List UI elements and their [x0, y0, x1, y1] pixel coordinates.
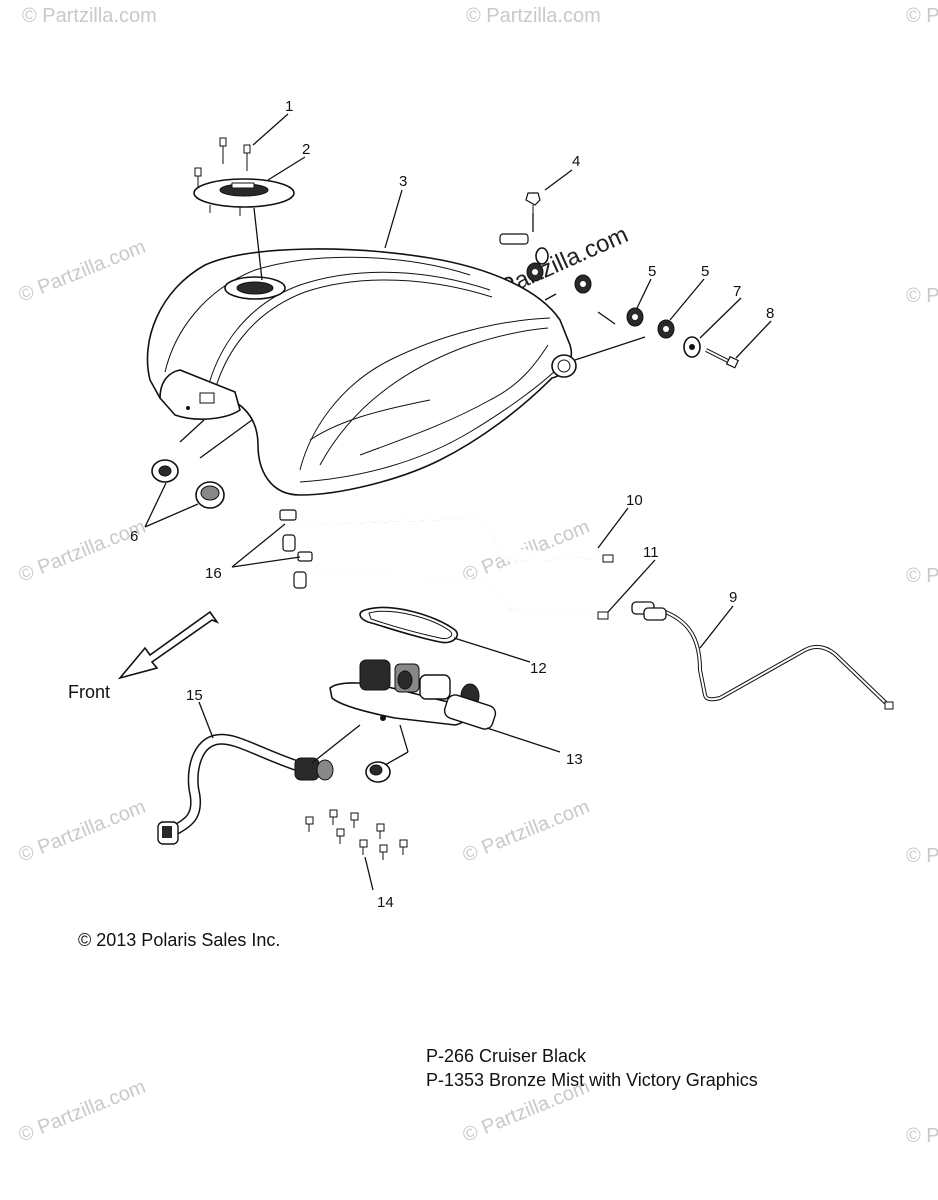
- part-10-fuel-line: [294, 516, 614, 563]
- watermark: © Partzilla.com: [22, 5, 157, 27]
- part-8-bolt: [705, 348, 740, 369]
- callout-10: 10: [626, 492, 643, 509]
- watermark: © Partzilla.com: [906, 565, 938, 587]
- watermark: © Partzilla.com: [906, 285, 938, 307]
- part-3-fuel-tank: [146, 248, 577, 496]
- callout-16: 16: [205, 565, 222, 582]
- part-1-screws: [194, 137, 251, 194]
- watermark: © Partzilla.com: [16, 1076, 149, 1147]
- watermark: © Partzilla.com: [906, 845, 938, 867]
- part-14-screws: [305, 809, 408, 860]
- callout-3: 3: [399, 173, 407, 190]
- part-9-vent-line: [631, 601, 894, 710]
- part-6-grommets: [151, 459, 225, 509]
- part-16-clamps: [279, 509, 313, 589]
- callout-7: 7: [733, 283, 741, 300]
- callout-2: 2: [302, 141, 310, 158]
- front-arrow: [117, 610, 220, 680]
- watermark: © Partzilla.com: [460, 796, 593, 867]
- watermark: © Partzilla.com: [16, 236, 149, 307]
- part-5-grommets: [526, 262, 675, 339]
- watermark: © Partzilla.com: [16, 796, 149, 867]
- paint-code-line-1: P-266 Cruiser Black: [426, 1046, 587, 1066]
- callout-15: 15: [186, 687, 203, 704]
- callout-numbers: 1 2 3 4 5 5 6 7 8 9 10 11 12 13 14 15 16: [130, 98, 774, 911]
- callout-8: 8: [766, 305, 774, 322]
- front-label: Front: [68, 682, 110, 702]
- callout-1: 1: [285, 98, 293, 115]
- part-4-bolt: [499, 192, 549, 265]
- watermark: © Partzilla.com: [906, 5, 938, 27]
- callout-6: 6: [130, 528, 138, 545]
- part-2-fuel-cap-ring: [193, 178, 295, 216]
- callout-5: 5: [648, 263, 656, 280]
- part-13-fuel-pump: [329, 659, 497, 783]
- leader-lines: [144, 113, 772, 891]
- paint-code-line-2: P-1353 Bronze Mist with Victory Graphics: [426, 1070, 758, 1090]
- part-12-gasket: [359, 606, 459, 644]
- callout-5: 5: [701, 263, 709, 280]
- callout-13: 13: [566, 751, 583, 768]
- copyright-text: © 2013 Polaris Sales Inc.: [78, 930, 280, 950]
- watermark: © Partzilla.com: [16, 516, 149, 587]
- callout-9: 9: [729, 589, 737, 606]
- part-15-hose: [157, 733, 334, 845]
- watermark: © Partzilla.com: [906, 1125, 938, 1147]
- callout-14: 14: [377, 894, 394, 911]
- part-7-washer: [683, 336, 701, 358]
- watermark-layer: © Partzilla.com © Partzilla.com © Partzi…: [16, 5, 938, 1147]
- watermark: © Partzilla.com: [466, 5, 601, 27]
- part-11-fuel-line: [309, 569, 609, 620]
- callout-4: 4: [572, 153, 580, 170]
- callout-11: 11: [643, 544, 659, 561]
- callout-12: 12: [530, 660, 547, 677]
